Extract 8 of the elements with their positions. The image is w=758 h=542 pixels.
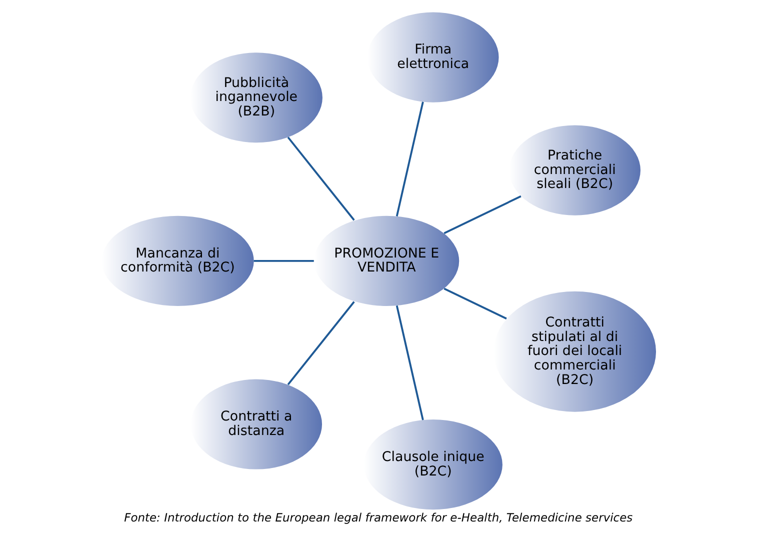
connector <box>444 288 507 320</box>
connector <box>444 195 522 234</box>
connector <box>396 305 424 420</box>
connector <box>287 136 355 221</box>
connector <box>287 301 355 386</box>
connector <box>396 102 424 216</box>
connector <box>254 260 314 262</box>
caption: Fonte: Introduction to the European legal framework for e-Health, Telemedicine services <box>124 510 633 525</box>
